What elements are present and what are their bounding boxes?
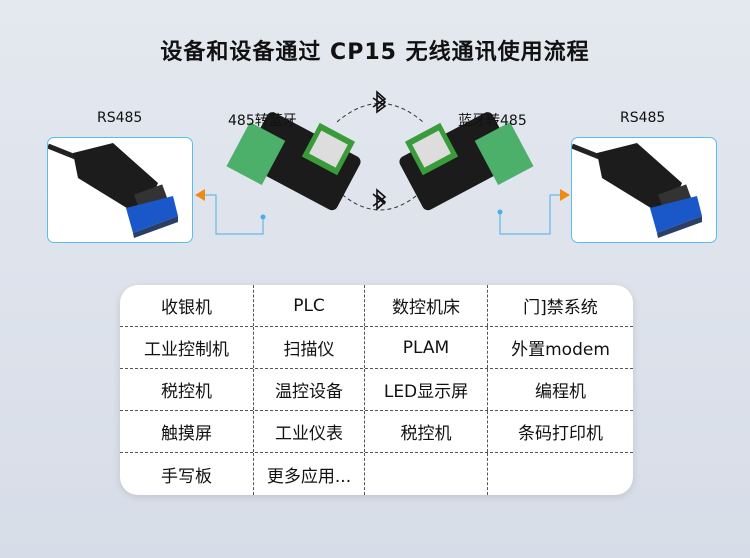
table-cell: 扫描仪 bbox=[254, 327, 365, 368]
table-cell: PLC bbox=[254, 285, 365, 326]
table-cell: 门]禁系统 bbox=[523, 298, 598, 318]
right-wire bbox=[497, 194, 560, 235]
bluetooth-icon bbox=[372, 188, 387, 211]
table-cell: 工业仪表 bbox=[254, 411, 365, 452]
left-485-bluetooth-module bbox=[226, 112, 361, 211]
table-cell: 温控设备 bbox=[254, 369, 365, 410]
table-cell: PLAM bbox=[365, 327, 488, 368]
table-cell: 手写板 bbox=[120, 453, 254, 495]
table-cell: LED显示屏 bbox=[365, 369, 488, 410]
table-cell: 外置modem bbox=[511, 340, 610, 360]
bluetooth-link-arcs bbox=[336, 103, 424, 211]
table-row: 手写板更多应用... bbox=[120, 453, 633, 495]
table-cell: 数控机床 bbox=[365, 285, 488, 326]
right-module-label: 蓝牙转485 bbox=[458, 113, 527, 129]
left-device-label: RS485 bbox=[97, 110, 143, 126]
table-cell: 收银机 bbox=[120, 285, 254, 326]
table-row: 触摸屏工业仪表税控机 条码打印机 bbox=[120, 411, 633, 453]
table-cell: 编程机 bbox=[535, 382, 586, 402]
right-device-label: RS485 bbox=[620, 110, 666, 126]
left-module-label: 485转蓝牙 bbox=[228, 113, 297, 129]
right-rs485-adapter-image bbox=[571, 137, 717, 243]
table-cell: 税控机 bbox=[120, 369, 254, 410]
table-cell: 条码打印机 bbox=[518, 424, 603, 444]
table-cell bbox=[488, 453, 633, 495]
arrow-icon bbox=[560, 189, 570, 201]
page-title: 设备和设备通过 CP15 无线通讯使用流程 bbox=[160, 40, 590, 65]
left-rs485-adapter-image bbox=[47, 137, 193, 243]
right-bluetooth-485-module bbox=[399, 112, 534, 211]
bluetooth-icon bbox=[372, 90, 387, 114]
table-cell: 触摸屏 bbox=[120, 411, 254, 452]
table-cell: 税控机 bbox=[365, 411, 488, 452]
left-wire bbox=[205, 194, 266, 235]
table-cell: 工业控制机 bbox=[120, 327, 254, 368]
table-cell: 更多应用... bbox=[254, 453, 365, 495]
table-cell bbox=[365, 453, 488, 495]
arrow-icon bbox=[195, 189, 205, 201]
